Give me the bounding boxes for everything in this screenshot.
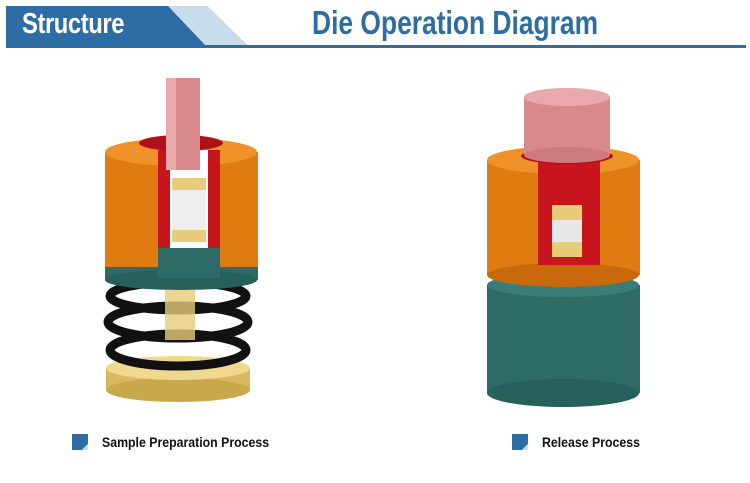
- legend-square-icon: [512, 434, 528, 450]
- legend-square-icon: [72, 434, 88, 450]
- legend-label: Release Process: [542, 434, 640, 450]
- header-rule: [6, 45, 746, 48]
- section-label: Structure: [22, 8, 125, 40]
- legend-release: Release Process: [512, 434, 653, 450]
- legend-sample-preparation: Sample Preparation Process: [72, 434, 292, 450]
- release-die: [487, 88, 640, 407]
- header-diagonal: [165, 6, 248, 46]
- legend-label: Sample Preparation Process: [102, 434, 270, 450]
- sample-preparation-die: [103, 78, 258, 402]
- page-title: Die Operation Diagram: [312, 4, 599, 41]
